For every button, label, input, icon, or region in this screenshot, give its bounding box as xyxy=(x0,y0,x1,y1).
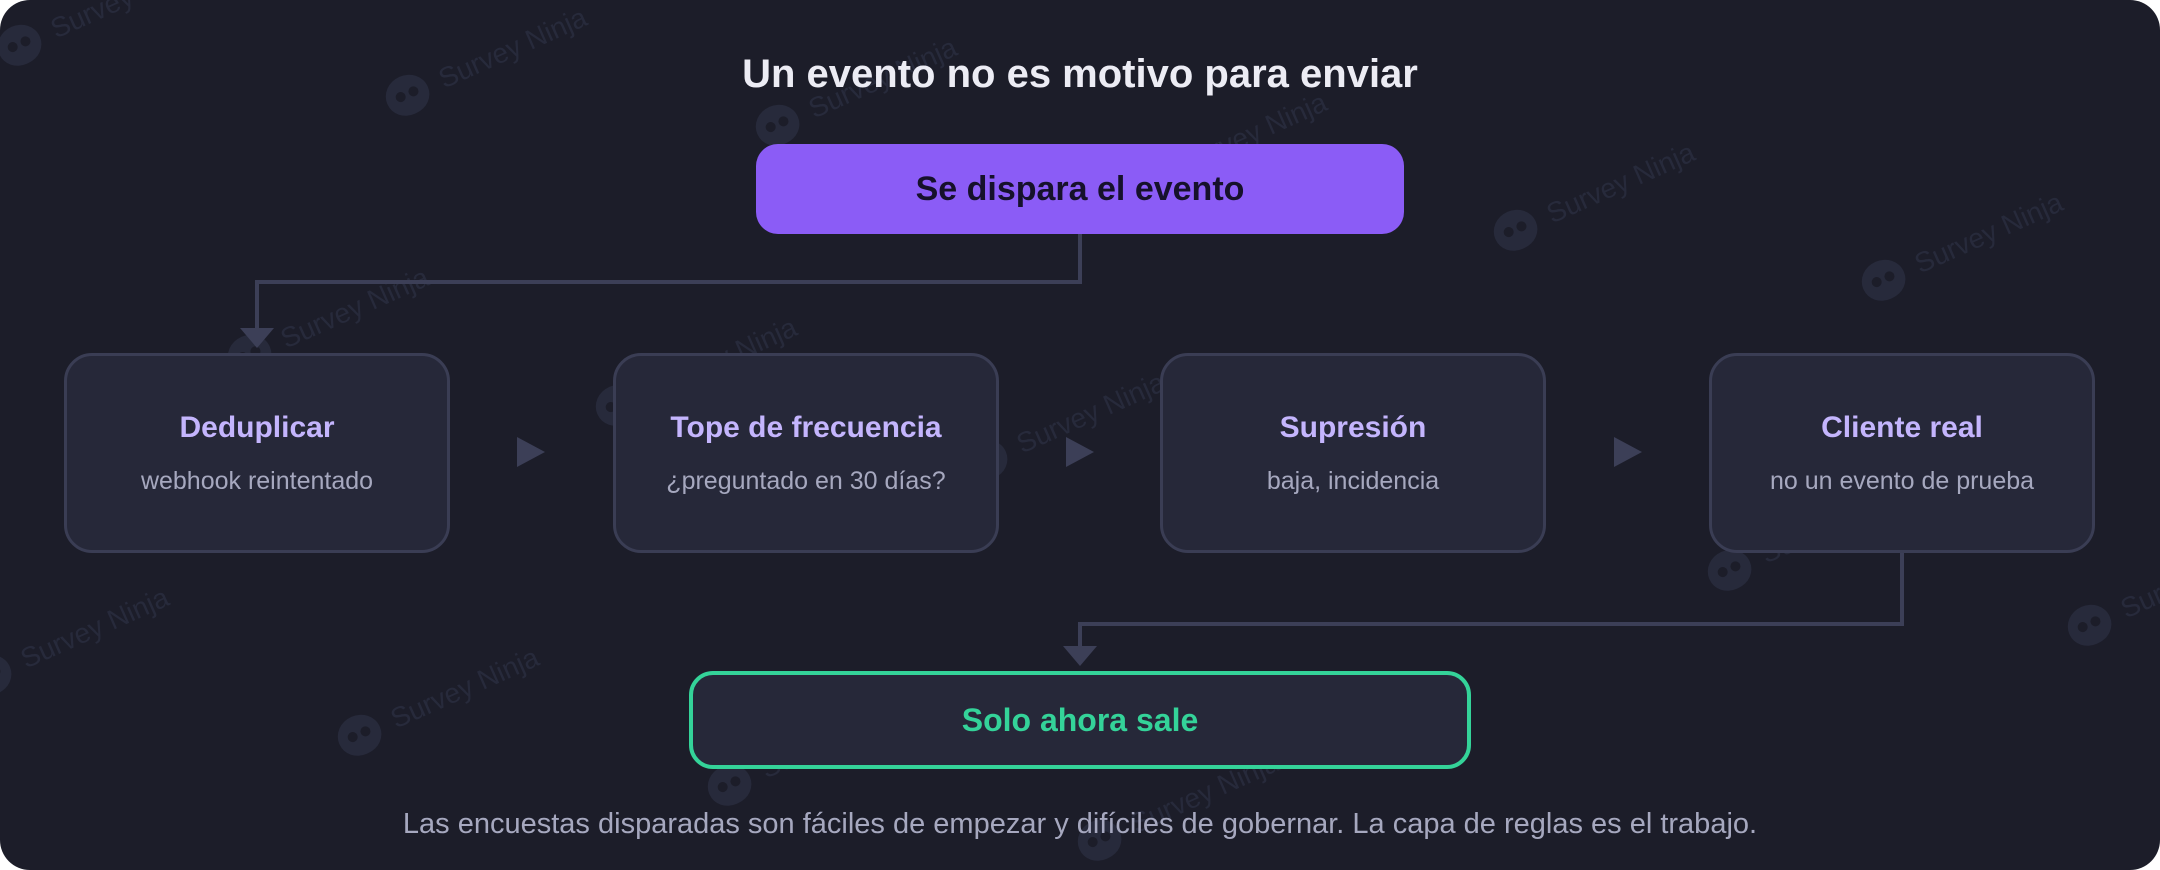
step-node-real-client: Cliente real no un evento de prueba xyxy=(1709,353,2095,553)
diagram-caption: Las encuestas disparadas son fáciles de … xyxy=(402,808,1758,840)
connector-client-to-result xyxy=(1078,553,1904,648)
step-title: Supresión xyxy=(1279,410,1427,444)
arrow-right-icon xyxy=(1066,437,1094,467)
result-node: Solo ahora sale xyxy=(689,671,1471,769)
diagram-title: Un evento no es motivo para enviar xyxy=(742,52,1418,96)
arrow-right-icon xyxy=(517,437,545,467)
step-subtitle: ¿preguntado en 30 días? xyxy=(666,466,946,495)
arrowhead-down-icon xyxy=(240,328,274,348)
step-title: Tope de frecuencia xyxy=(670,410,942,444)
arrow-right-icon xyxy=(1614,437,1642,467)
step-subtitle: webhook reintentado xyxy=(140,466,374,495)
step-node-suppression: Supresión baja, incidencia xyxy=(1160,353,1546,553)
step-node-dedup: Deduplicar webhook reintentado xyxy=(64,353,450,553)
step-subtitle: no un evento de prueba xyxy=(1769,466,2035,495)
step-title: Deduplicar xyxy=(179,410,335,444)
connector-trigger-to-dedup xyxy=(255,234,1082,330)
step-title: Cliente real xyxy=(1821,410,1983,444)
step-node-frequency-cap: Tope de frecuencia ¿preguntado en 30 día… xyxy=(613,353,999,553)
arrowhead-down-icon xyxy=(1063,646,1097,666)
trigger-node: Se dispara el evento xyxy=(756,144,1404,234)
step-subtitle: baja, incidencia xyxy=(1266,466,1440,495)
